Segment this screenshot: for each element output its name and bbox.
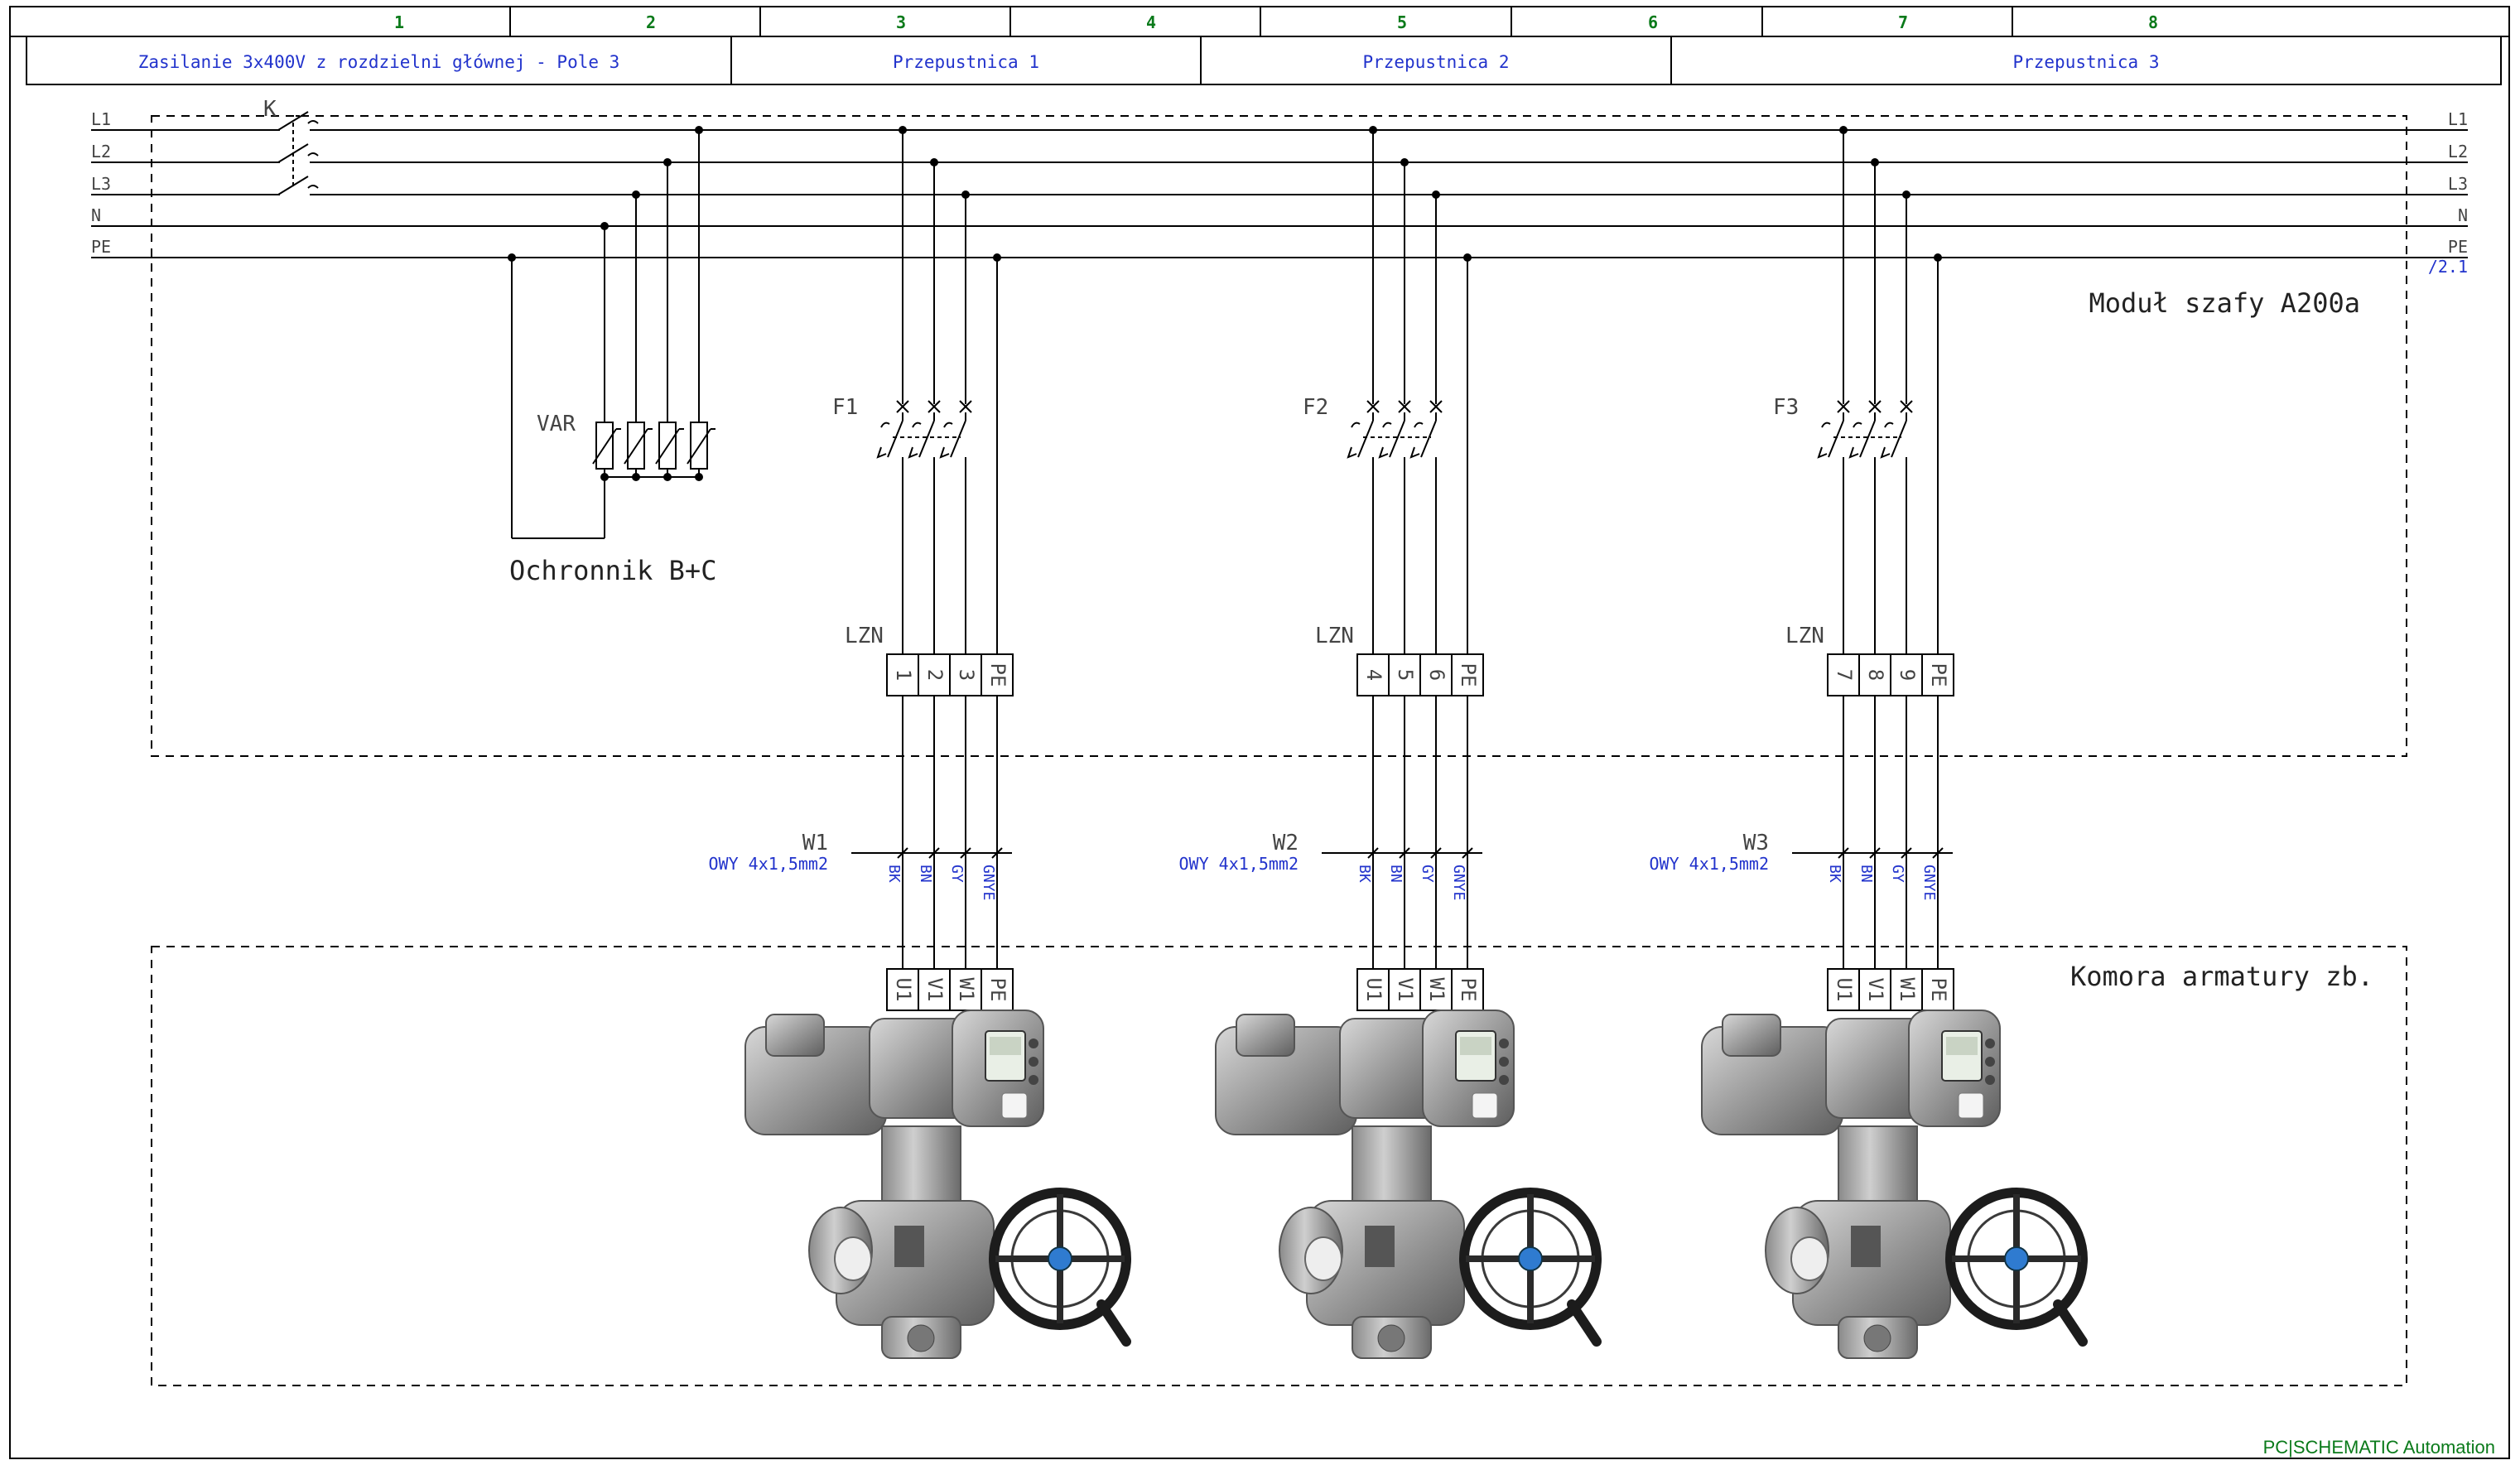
terminal-number: 5 [1394, 669, 1417, 681]
core-color: GY [1419, 865, 1436, 883]
actuator-image [1701, 1010, 2088, 1359]
motor-terminal: PE [986, 978, 1009, 1002]
bus-label-left: L1 [91, 109, 111, 129]
terminal-number: 9 [1896, 669, 1919, 681]
main-switch[interactable]: K [263, 97, 319, 198]
breaker-label: F3 [1773, 395, 1799, 420]
motor-terminal: U1 [1362, 978, 1385, 1002]
core-color: BN [917, 865, 934, 883]
actuators [744, 1010, 2088, 1359]
column-number: 6 [1648, 12, 1658, 32]
cable-type: OWY 4x1,5mm2 [1179, 854, 1299, 874]
terminal-number: PE [1457, 663, 1480, 687]
terminal-number: 3 [955, 669, 978, 681]
core-color: BN [1857, 865, 1875, 883]
motor-terminal: W1 [955, 978, 978, 1002]
surge-protector[interactable]: VAR Ochronnik B+C [508, 126, 716, 586]
core-color: BK [1356, 865, 1373, 883]
main-switch-label: K [263, 97, 277, 122]
core-color: BN [1387, 865, 1405, 883]
section-title: Przepustnica 3 [2012, 52, 2159, 72]
column-number: 4 [1146, 12, 1156, 32]
cable-label: W2 [1273, 831, 1299, 855]
actuator-image [1215, 1010, 1602, 1359]
core-color: GY [948, 865, 966, 883]
bus-label-right: L1 [2448, 109, 2468, 129]
motor-terminal: U1 [1833, 978, 1856, 1002]
surge-caption: Ochronnik B+C [509, 555, 716, 586]
cable-label: W3 [1743, 831, 1769, 855]
column-header: 1 2 3 4 5 6 7 8 [394, 7, 2510, 36]
motor-terminal: PE [1457, 978, 1480, 1002]
bus-label-right: N [2458, 205, 2468, 225]
motor-terminal: V1 [1864, 978, 1887, 1002]
terminal-number: 8 [1864, 669, 1887, 681]
bus-label-right: PE [2448, 237, 2468, 257]
column-number: 5 [1397, 12, 1407, 32]
cable-label: W1 [802, 831, 828, 855]
core-color: GNYE [1920, 865, 1938, 900]
breaker-label: F1 [832, 395, 858, 420]
bus-label-left: N [91, 205, 101, 225]
column-number: 1 [394, 12, 404, 32]
terminal-number: 7 [1833, 669, 1856, 681]
motor-terminal: W1 [1425, 978, 1448, 1002]
strip-label: LZN [1315, 624, 1354, 648]
core-color: BK [885, 865, 903, 883]
motor-terminal: W1 [1896, 978, 1919, 1002]
terminal-number: PE [986, 663, 1009, 687]
bus-reference: /2.1 [2428, 257, 2468, 277]
core-color: GY [1889, 865, 1906, 883]
motor-terminal: V1 [1394, 978, 1417, 1002]
bus-label-left: PE [91, 237, 111, 257]
bus-label-left: L2 [91, 142, 111, 161]
field-enclosure [151, 946, 2407, 1386]
core-color: GNYE [980, 865, 997, 900]
strip-label: LZN [845, 624, 884, 648]
terminal-number: 2 [923, 669, 947, 681]
terminal-number: 4 [1362, 669, 1385, 681]
bus-label-left: L3 [91, 174, 111, 194]
breaker-label: F2 [1303, 395, 1328, 420]
core-color: GNYE [1450, 865, 1467, 900]
column-number: 8 [2148, 12, 2158, 32]
section-title: Przepustnica 2 [1362, 52, 1509, 72]
surge-label: VAR [537, 412, 576, 436]
field-label: Komora armatury zb. [2070, 961, 2373, 992]
cabinet-enclosure [151, 115, 2407, 757]
column-number: 3 [896, 12, 906, 32]
cable-type: OWY 4x1,5mm2 [1650, 854, 1770, 874]
cable-type: OWY 4x1,5mm2 [709, 854, 829, 874]
actuator-image [744, 1010, 1131, 1359]
motor-terminal: V1 [923, 978, 947, 1002]
footer-brand: PC|SCHEMATIC Automation [2262, 1437, 2495, 1458]
strip-label: LZN [1785, 624, 1824, 648]
bus-label-right: L2 [2448, 142, 2468, 161]
motor-terminal: U1 [892, 978, 915, 1002]
terminal-number: 1 [892, 669, 915, 681]
terminal-number: PE [1927, 663, 1950, 687]
sheet-frame [9, 6, 2510, 1459]
section-title: Zasilanie 3x400V z rozdzielni głównej - … [138, 52, 620, 72]
column-number: 2 [646, 12, 656, 32]
terminal-number: 6 [1425, 669, 1448, 681]
bus-label-right: L3 [2448, 174, 2468, 194]
core-color: BK [1826, 865, 1843, 883]
column-number: 7 [1898, 12, 1908, 32]
cabinet-label: Moduł szafy A200a [2089, 287, 2360, 319]
motor-terminal: PE [1927, 978, 1950, 1002]
section-header: Zasilanie 3x400V z rozdzielni głównej - … [26, 36, 2502, 85]
section-title: Przepustnica 1 [893, 52, 1039, 72]
